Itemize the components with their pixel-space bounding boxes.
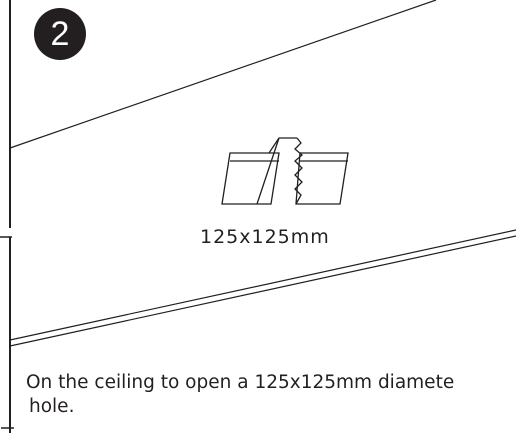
ceiling-edge-bottom-2 [9, 235, 516, 347]
instruction-text: On the ceiling to open a 125x125mm diame… [26, 371, 514, 419]
instruction-line-1: On the ceiling to open a 125x125mm diame… [26, 372, 455, 393]
cutaway-board-icon [221, 137, 349, 205]
ceiling-edge-bottom-1 [9, 229, 516, 341]
instruction-line-2: hole. [29, 396, 75, 417]
dimension-label: 125x125mm [200, 226, 330, 248]
step-number-badge: 2 [34, 8, 86, 60]
ceiling-edge-top [9, 0, 437, 149]
